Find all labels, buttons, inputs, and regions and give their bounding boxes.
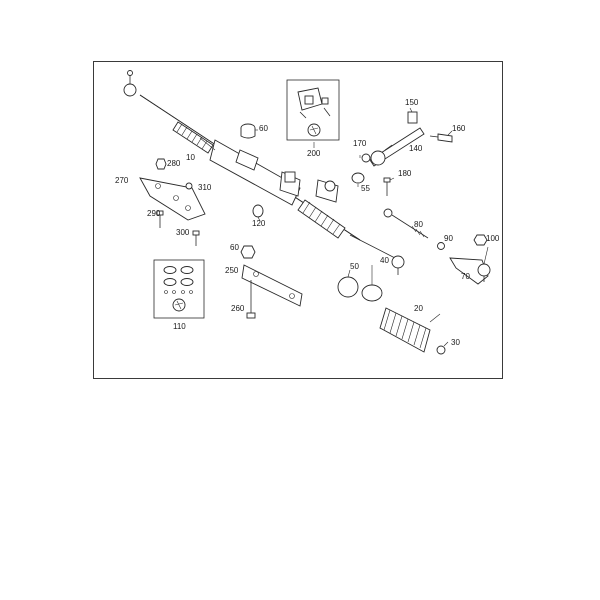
callout-290: 290 (147, 209, 161, 218)
callout-10: 10 (186, 153, 195, 162)
part-120-washer (252, 204, 264, 218)
part-80-tie-rod (383, 208, 429, 239)
part-310-nut (185, 182, 193, 190)
part-30-clamp (436, 345, 446, 355)
part-20-boot (379, 307, 431, 353)
part-290-bolt (156, 210, 164, 228)
callout-280: 280 (167, 159, 181, 168)
part-260-bolt (246, 280, 256, 319)
callout-90: 90 (444, 234, 453, 243)
part-60-cap (240, 123, 256, 139)
callout-300: 300 (176, 228, 190, 237)
callout-60-upper: 60 (259, 124, 268, 133)
part-40-ring (361, 284, 383, 302)
part-55-ring (351, 172, 365, 184)
part-300-bolt (192, 230, 200, 246)
part-180-bolt (383, 177, 391, 196)
callout-270: 270 (115, 176, 129, 185)
part-110-seal-kit (153, 259, 205, 319)
callout-120: 120 (252, 219, 266, 228)
callout-150: 150 (405, 98, 419, 107)
part-100-nut (473, 234, 488, 246)
callout-170: 170 (353, 139, 367, 148)
callout-100: 100 (486, 234, 500, 243)
part-50-ring (337, 276, 359, 298)
callout-70: 70 (461, 272, 470, 281)
callout-50: 50 (350, 262, 359, 271)
callout-110: 110 (173, 322, 186, 331)
callout-250: 250 (225, 266, 239, 275)
part-70-tie-rod-end (449, 257, 491, 285)
callout-260: 260 (231, 304, 245, 313)
callout-80: 80 (414, 220, 423, 229)
part-280-nut (155, 158, 167, 170)
callout-30: 30 (451, 338, 460, 347)
callout-140: 140 (409, 144, 423, 153)
callout-200: 200 (307, 149, 321, 158)
steering-column-parts (361, 111, 453, 167)
part-250-bracket (241, 264, 303, 307)
callout-55: 55 (361, 184, 370, 193)
callout-160: 160 (452, 124, 466, 133)
steering-rack-assembly (123, 70, 405, 275)
callout-310: 310 (198, 183, 212, 192)
part-90-nut (437, 242, 445, 250)
callout-60-lower: 60 (230, 243, 239, 252)
part-60-nut (240, 245, 256, 259)
callout-180: 180 (398, 169, 412, 178)
callout-20: 20 (414, 304, 423, 313)
callout-40: 40 (380, 256, 389, 265)
diagram-frame (93, 61, 503, 379)
part-200-inset (286, 79, 340, 141)
